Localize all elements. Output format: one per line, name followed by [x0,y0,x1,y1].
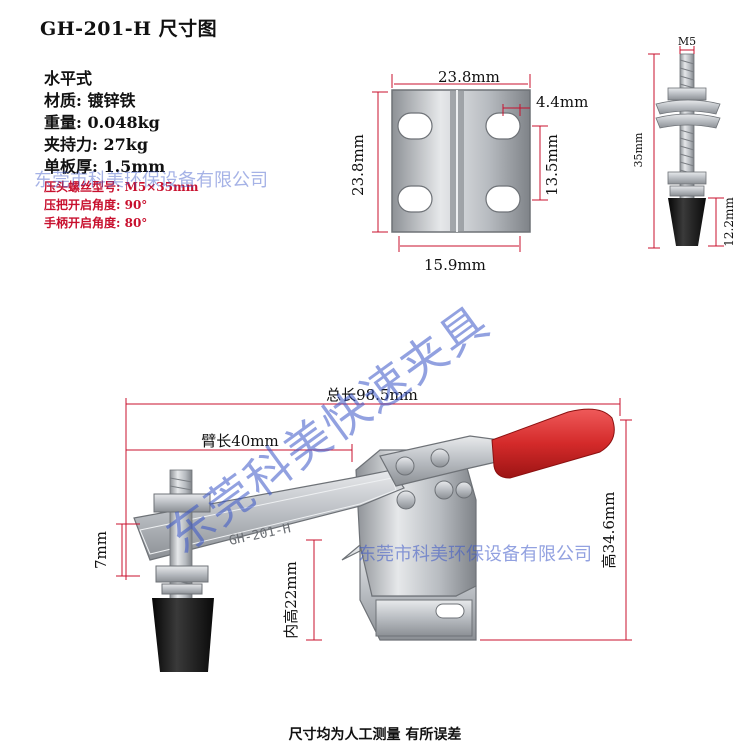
dim-arm-length: 臂长40mm [201,432,279,450]
clamp-arm [133,469,405,561]
plate-dimension-lines [372,74,548,252]
dim-plate-width: 23.8mm [438,68,500,86]
hex-nut [667,171,707,185]
pivot-rivet [455,481,473,499]
washer-bracket [655,99,721,115]
spec-type: 水平式 [44,69,93,88]
plate-slot [485,185,521,213]
pivot-rivet [430,448,450,468]
dim-spindle-length: 35mm [632,132,645,167]
spindle-assembly [655,53,721,246]
dim-plate-height: 23.8mm [349,134,367,196]
dim-cap-height: 12.2mm [722,197,736,247]
rubber-cap [668,198,706,246]
spec-list: 水平式 材质: 镀锌铁 重量: 0.048kg 夹持力: 27kg 单板厚: 1… [44,68,198,232]
plate-slot [397,185,433,213]
hex-nut [153,493,211,513]
pivot-rivet [434,480,454,500]
hex-nut [155,565,209,583]
spec-bar-opening-angle: 压把开启角度: 90° [44,198,148,212]
plate-slot [485,112,521,140]
spindle-dimension-lines [648,46,724,249]
spec-screw-model: 压头螺丝型号: M5×35mm [44,180,199,194]
spec-weight: 重量: 0.048kg [44,113,160,132]
hex-nut [667,87,707,101]
spec-material: 材质: 镀锌铁 [44,91,136,110]
spec-handle-opening-angle: 手柄开启角度: 80° [44,216,148,230]
dim-total-height: 高34.6mm [600,492,618,569]
pivot-rivet [396,490,416,510]
page-title: GH-201-H 尺寸图 [40,18,218,40]
watermark-top: 东莞市科美环保设备有限公司 [34,170,268,191]
dim-inner-height: 内高22mm [282,561,300,639]
dim-slot-spacing: 13.5mm [543,134,561,196]
clamp-dimension-lines [116,398,632,641]
spec-thickness: 单板厚: 1.5mm [44,157,166,176]
plate-slot [397,112,433,140]
spec-clamp-force: 夹持力: 27kg [44,135,149,154]
base-plate [391,89,531,233]
base-slot [435,603,465,619]
toggle-clamp: GH-201-H [133,408,615,672]
red-handle-grip [491,408,615,479]
pivot-rivet [395,456,415,476]
dim-slot-width: 15.9mm [424,256,486,274]
watermark-bottom: 东莞市科美环保设备有限公司 [358,544,592,565]
footer-note: 尺寸均为人工测量 有所误差 [288,727,462,743]
dim-thread: M5 [678,35,696,48]
dim-arm-thickness: 7mm [92,531,110,569]
dim-slot-offset: 4.4mm [536,93,588,111]
dim-total-length: 总长98.5mm [326,386,418,404]
clamp-rubber-cap [152,598,214,672]
